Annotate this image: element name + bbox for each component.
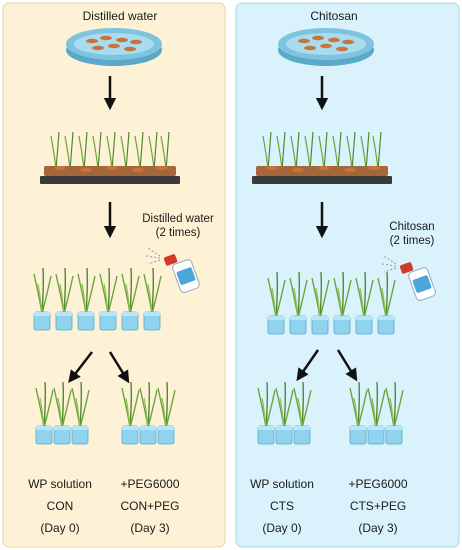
petri-dish-icon bbox=[66, 28, 162, 66]
seedling-tray-icon bbox=[40, 131, 180, 184]
flow-arrow-right bbox=[336, 349, 358, 382]
spray-bottle-icon bbox=[145, 247, 200, 294]
group-treatment-label: WP solution bbox=[28, 477, 92, 491]
group-day-label: (Day 0) bbox=[40, 521, 79, 535]
seedling-tray-icon bbox=[252, 131, 392, 184]
flow-arrow-left bbox=[296, 349, 320, 382]
panel-distilled-water: Distilled water bbox=[2, 2, 226, 548]
spray-count-label: (2 times) bbox=[390, 235, 435, 247]
panel-chitosan: Chitosan bbox=[235, 2, 460, 548]
group-code-label: CTS bbox=[270, 499, 294, 513]
group-code-label: CON bbox=[47, 499, 74, 513]
group-day-label: (Day 3) bbox=[358, 521, 397, 535]
spray-bottle-icon bbox=[381, 255, 436, 302]
group-day-label: (Day 0) bbox=[262, 521, 301, 535]
group-treatment-label: WP solution bbox=[250, 477, 314, 491]
flow-arrow-right bbox=[108, 351, 130, 384]
panel-title: Distilled water bbox=[83, 9, 158, 23]
group-code-label: CTS+PEG bbox=[350, 499, 406, 513]
group-day-label: (Day 3) bbox=[130, 521, 169, 535]
panel-title: Chitosan bbox=[310, 9, 357, 23]
group-treatment-label: +PEG6000 bbox=[120, 477, 179, 491]
spray-label: Distilled water bbox=[142, 213, 214, 225]
spray-count-label: (2 times) bbox=[156, 227, 201, 239]
petri-dish-icon bbox=[278, 28, 374, 66]
group-code-label: CON+PEG bbox=[120, 499, 179, 513]
spray-label: Chitosan bbox=[389, 221, 434, 233]
group-treatment-label: +PEG6000 bbox=[348, 477, 407, 491]
flow-arrow-left bbox=[68, 351, 93, 383]
